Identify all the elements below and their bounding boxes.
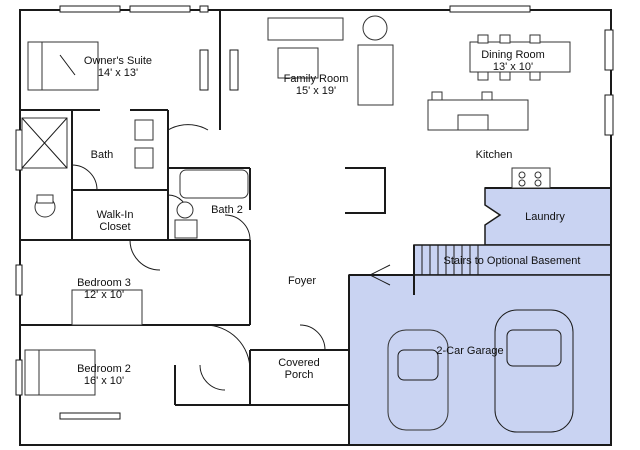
stair-treads bbox=[421, 245, 479, 275]
windows bbox=[15, 5, 614, 420]
label-garage: 2-Car Garage bbox=[436, 345, 503, 357]
loveseat bbox=[357, 44, 394, 106]
label-covered-porch-2: Porch bbox=[285, 369, 314, 381]
car-left bbox=[387, 329, 449, 431]
vanity-sink bbox=[134, 119, 154, 141]
label-bath: Bath bbox=[91, 149, 114, 161]
bathtub bbox=[179, 169, 249, 199]
sofa bbox=[267, 17, 344, 41]
room-labels: Owner's Suite 14' x 13' Bath Walk-In Clo… bbox=[77, 49, 580, 387]
bedroom3-bed bbox=[71, 289, 143, 326]
size-dining-room: 13' x 10' bbox=[493, 61, 533, 73]
label-covered-porch: Covered bbox=[278, 357, 320, 369]
label-dining-room: Dining Room bbox=[481, 49, 545, 61]
size-owners-suite: 14' x 13' bbox=[98, 67, 138, 79]
doors bbox=[71, 85, 391, 391]
round-table bbox=[362, 15, 388, 41]
label-bath2: Bath 2 bbox=[211, 204, 243, 216]
size-family-room: 15' x 19' bbox=[296, 85, 336, 97]
furniture bbox=[21, 15, 574, 433]
label-walk-in-closet-2: Closet bbox=[99, 221, 130, 233]
car-right bbox=[494, 309, 574, 433]
label-stairs: Stairs to Optional Basement bbox=[444, 255, 581, 267]
label-bedroom3: Bedroom 3 bbox=[77, 277, 131, 289]
range bbox=[511, 167, 551, 189]
label-laundry: Laundry bbox=[525, 211, 565, 223]
label-kitchen: Kitchen bbox=[476, 149, 513, 161]
exterior-wall bbox=[19, 9, 612, 446]
label-family-room: Family Room bbox=[284, 73, 349, 85]
label-foyer: Foyer bbox=[288, 275, 316, 287]
label-owners-suite: Owner's Suite bbox=[84, 55, 152, 67]
dining-table bbox=[469, 41, 571, 73]
label-bedroom2: Bedroom 2 bbox=[77, 363, 131, 375]
label-walk-in-closet: Walk-In bbox=[97, 209, 134, 221]
size-bedroom2: 16' x 10' bbox=[84, 375, 124, 387]
coffee-table bbox=[277, 47, 319, 79]
size-bedroom3: 12' x 10' bbox=[84, 289, 124, 301]
